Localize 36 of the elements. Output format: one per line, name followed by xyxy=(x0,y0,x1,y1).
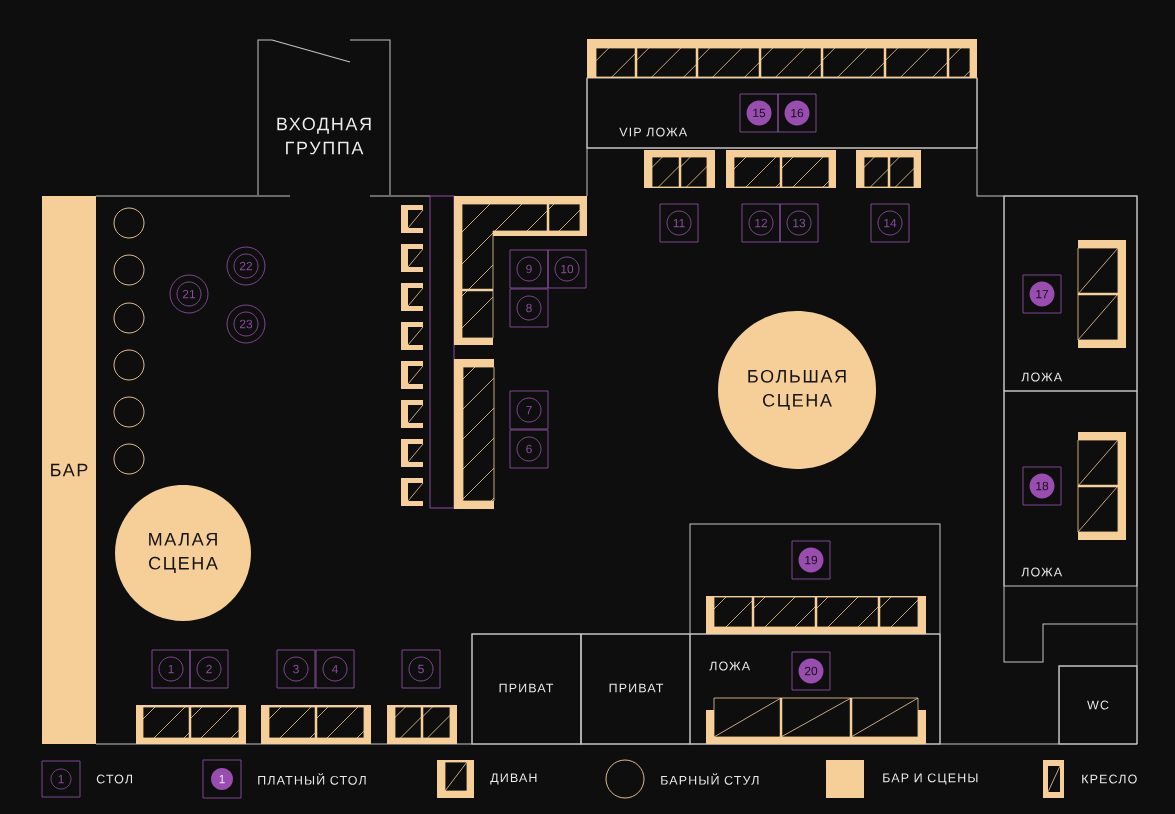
legend-label: БАР И СЦЕНЫ xyxy=(883,773,978,785)
table: 12 xyxy=(741,203,781,243)
bar-counter: БАР xyxy=(42,196,96,744)
table: 2 xyxy=(189,649,229,689)
room: ПРИВАТ xyxy=(580,633,691,745)
table: 3 xyxy=(276,649,316,689)
table: 18 xyxy=(1022,466,1062,506)
room: WC xyxy=(1058,665,1138,745)
legend-label: КРЕСЛО xyxy=(1082,774,1137,784)
table: 9 xyxy=(509,249,549,289)
legend-label: БАРНЫЙ СТУЛ xyxy=(661,773,759,785)
table: 6 xyxy=(509,429,549,469)
legend-sample: 1 xyxy=(41,760,81,798)
table: 16 xyxy=(777,93,817,133)
table: 15 xyxy=(739,93,779,133)
table: 14 xyxy=(870,203,910,243)
room: ПРИВАТ xyxy=(471,633,582,745)
table: 21 xyxy=(169,274,209,314)
table: 4 xyxy=(315,649,355,689)
table: 19 xyxy=(791,540,831,580)
table: 10 xyxy=(547,249,587,289)
table: 5 xyxy=(401,649,441,689)
table: 1 xyxy=(151,649,191,689)
table: 22 xyxy=(226,246,266,286)
table: 13 xyxy=(779,203,819,243)
table: 20 xyxy=(791,651,831,691)
entrance-room: ВХОДНАЯ ГРУППА xyxy=(257,39,391,196)
table: 8 xyxy=(509,288,549,328)
table: 17 xyxy=(1022,274,1062,314)
legend-label: ПЛАТНЫЙ СТОЛ xyxy=(258,773,366,785)
table: 23 xyxy=(226,304,266,344)
table: 7 xyxy=(509,390,549,430)
table: 11 xyxy=(659,203,699,243)
legend-label: ДИВАН xyxy=(490,773,537,785)
legend-sample: 1 xyxy=(202,759,242,799)
legend-label: СТОЛ xyxy=(96,774,132,784)
